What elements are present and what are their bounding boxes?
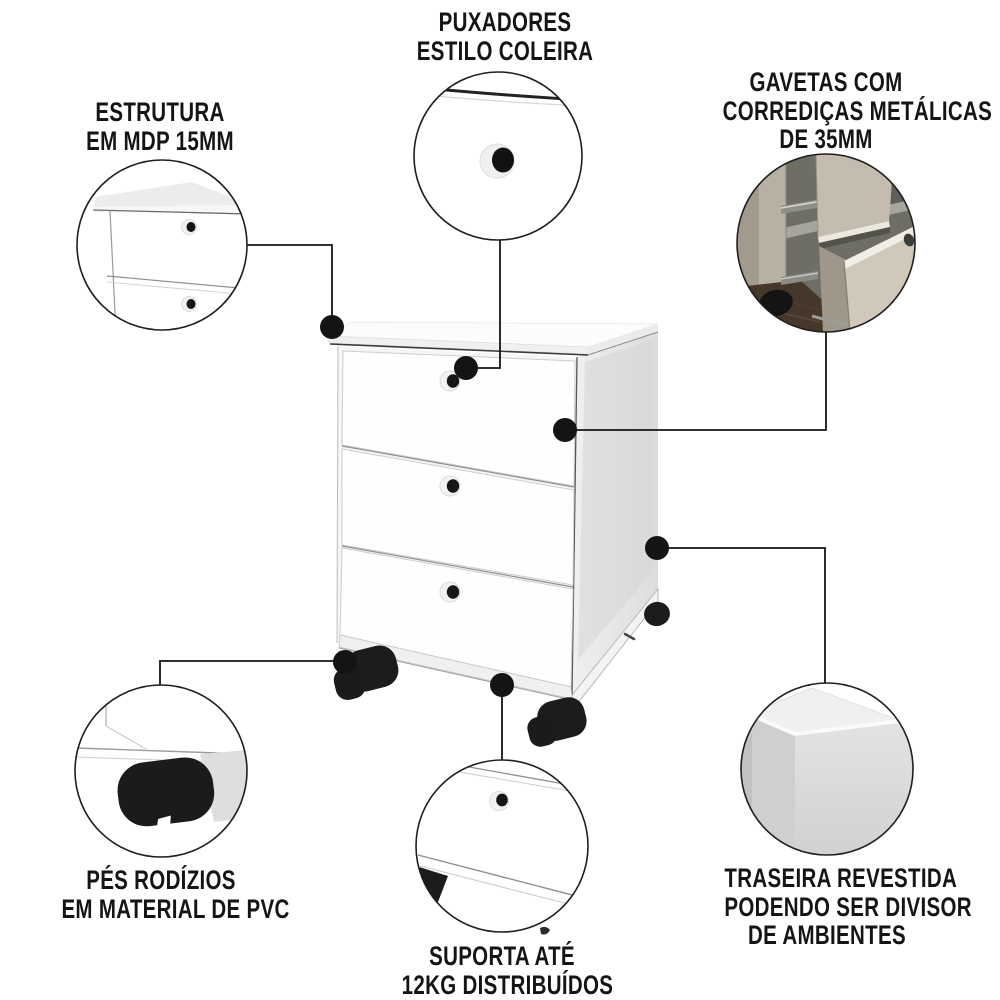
label-line: DE AMBIENTES xyxy=(748,920,906,951)
label-line: EM MATERIAL DE PVC xyxy=(61,893,290,924)
caster-front-left xyxy=(333,645,399,700)
estrutura-zoom-content xyxy=(92,182,247,330)
puxadores-zoom-content xyxy=(423,86,567,179)
caster-rear-right xyxy=(644,601,670,627)
suporta-zoom-content xyxy=(416,760,581,908)
connector-dot-estrutura xyxy=(320,315,344,339)
connector-line-estrutura xyxy=(247,244,333,327)
label-line: PUXADORES xyxy=(438,7,572,37)
traseira-zoom-content xyxy=(741,687,913,855)
callout-circle-gavetas xyxy=(736,153,916,333)
drawer-front-2 xyxy=(341,448,575,586)
cabinet-side-shadow xyxy=(578,340,652,660)
front-left-edge xyxy=(336,345,339,644)
label-line: SUPORTA ATÉ xyxy=(429,941,575,971)
connector-dot-gavetas xyxy=(553,418,577,442)
small-caster-mark xyxy=(540,926,550,935)
handle-hole-drawer-3 xyxy=(439,581,461,603)
caster-front-right xyxy=(527,697,587,747)
label-line: CORREDIÇAS METÁLICAS xyxy=(722,95,993,126)
drawer-gap-2 xyxy=(341,545,574,588)
label-line: ESTILO COLEIRA xyxy=(416,35,594,66)
cabinet-top-right-edge xyxy=(588,324,658,354)
label-traseira: TRASEIRA REVESTIDA PODENDO SER DIVISOR D… xyxy=(724,863,972,951)
handle-hole-drawer-2 xyxy=(439,475,461,497)
callout-circle-pes xyxy=(74,684,248,858)
connector-line-pes xyxy=(159,660,345,686)
connector-dot-suporta xyxy=(490,673,514,697)
connector-lines xyxy=(159,240,827,761)
top-side-edge-line xyxy=(587,331,659,356)
label-pes: PÉS RODÍZIOS EM MATERIAL DE PVC xyxy=(61,865,290,924)
label-line: PÉS RODÍZIOS xyxy=(86,865,236,895)
connector-dot-traseira xyxy=(645,536,669,560)
label-line: GAVETAS COM xyxy=(749,67,903,97)
connector-line-traseira xyxy=(657,547,826,684)
connector-dots xyxy=(320,315,669,697)
connector-dot-pes xyxy=(333,650,357,674)
label-line: 12KG DISTRIBUÍDOS xyxy=(401,969,614,1000)
label-puxadores: PUXADORES ESTILO COLEIRA xyxy=(402,8,607,65)
handle-hole-drawer-1 xyxy=(439,370,461,392)
label-suporta: SUPORTA ATÉ 12KG DISTRIBUÍDOS xyxy=(401,941,614,1000)
label-line: DE 35MM xyxy=(779,124,873,155)
callout-circle-puxadores xyxy=(413,71,583,241)
callout-circle-traseira xyxy=(740,682,914,856)
label-estrutura: ESTRUTURA EM MDP 15MM xyxy=(61,98,259,155)
drawer-gap-1 xyxy=(341,445,575,488)
base-shadow-mark xyxy=(623,632,636,641)
label-gavetas: GAVETAS COM CORREDIÇAS METÁLICAS DE 35MM xyxy=(722,67,993,155)
label-line: ESTRUTURA xyxy=(95,97,225,127)
callout-circle-suporta xyxy=(415,759,589,933)
pes-zoom-content xyxy=(75,700,247,838)
connector-line-gavetas xyxy=(565,332,827,431)
top-gap-line xyxy=(329,343,589,356)
drawer-front-1 xyxy=(341,350,576,487)
connector-dot-puxadores xyxy=(454,356,478,380)
label-line: PODENDO SER DIVISOR xyxy=(724,891,972,922)
front-right-edge xyxy=(571,356,578,696)
label-line: EM MDP 15MM xyxy=(86,125,234,156)
label-line: TRASEIRA REVESTIDA xyxy=(724,863,958,893)
callout-circle-estrutura xyxy=(76,159,248,331)
